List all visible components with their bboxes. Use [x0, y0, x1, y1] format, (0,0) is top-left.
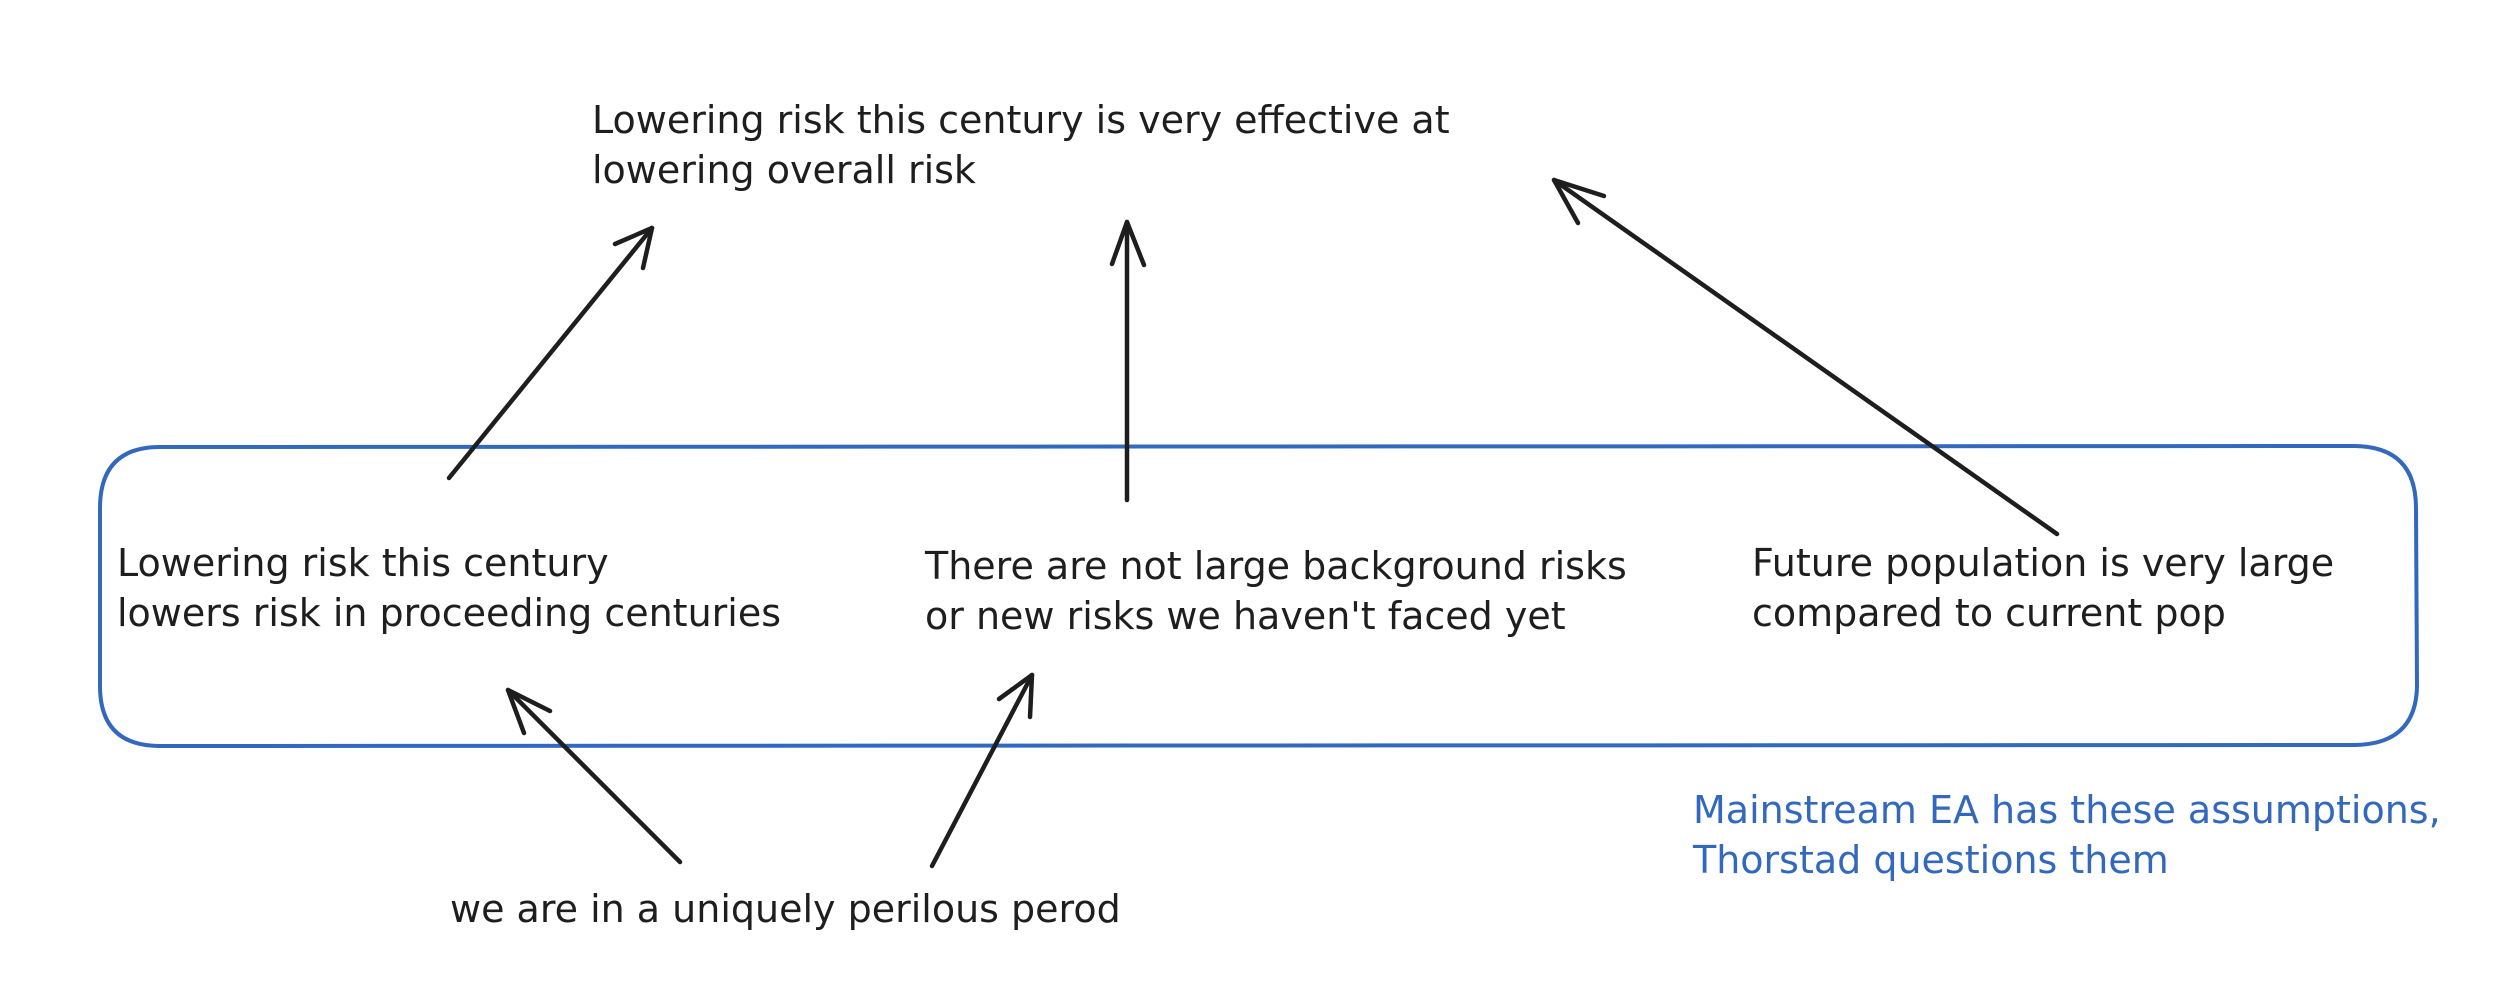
assumption-persistence-line-2: lowers risk in proceeding centuries — [117, 591, 781, 635]
arrow-persistence-to-top-claim[interactable] — [446, 225, 655, 481]
arrow-perilous-period-to-no-background-risk[interactable] — [929, 672, 1035, 869]
assumption-persistence-line-1: Lowering risk this century — [117, 541, 609, 585]
assumption-no-background-risk-line-1: There are not large background risks — [924, 544, 1627, 588]
assumption-large-future-line-1: Future population is very large — [1752, 541, 2334, 585]
assumption-large-future-text[interactable]: Future population is very large compared… — [1752, 541, 2346, 635]
assumptions-group-box[interactable] — [98, 443, 2420, 749]
top-claim-text[interactable]: Lowering risk this century is very effec… — [592, 98, 1462, 192]
top-claim-line-2: lowering overall risk — [592, 148, 976, 192]
arrow-large-future-to-top-claim[interactable] — [1551, 177, 2060, 537]
assumption-large-future-line-2: compared to current pop — [1752, 591, 2226, 635]
arrow-no-background-risk-to-top-claim[interactable] — [1109, 219, 1147, 503]
perilous-period-text[interactable]: we are in a uniquely perilous perod — [450, 887, 1121, 931]
top-claim-line-1: Lowering risk this century is very effec… — [592, 98, 1450, 142]
assumption-no-background-risk-text[interactable]: There are not large background risks or … — [924, 544, 1639, 638]
assumption-persistence-text[interactable]: Lowering risk this century lowers risk i… — [117, 541, 781, 635]
annotation-text[interactable]: Mainstream EA has these assumptions, Tho… — [1692, 788, 2453, 882]
arrow-perilous-period-to-persistence[interactable] — [505, 687, 683, 865]
annotation-line-1: Mainstream EA has these assumptions, — [1693, 788, 2441, 832]
perilous-period-line-1: we are in a uniquely perilous perod — [450, 887, 1121, 931]
annotation-line-2: Thorstad questions them — [1692, 838, 2169, 882]
assumption-no-background-risk-line-2: or new risks we haven't faced yet — [925, 594, 1566, 638]
